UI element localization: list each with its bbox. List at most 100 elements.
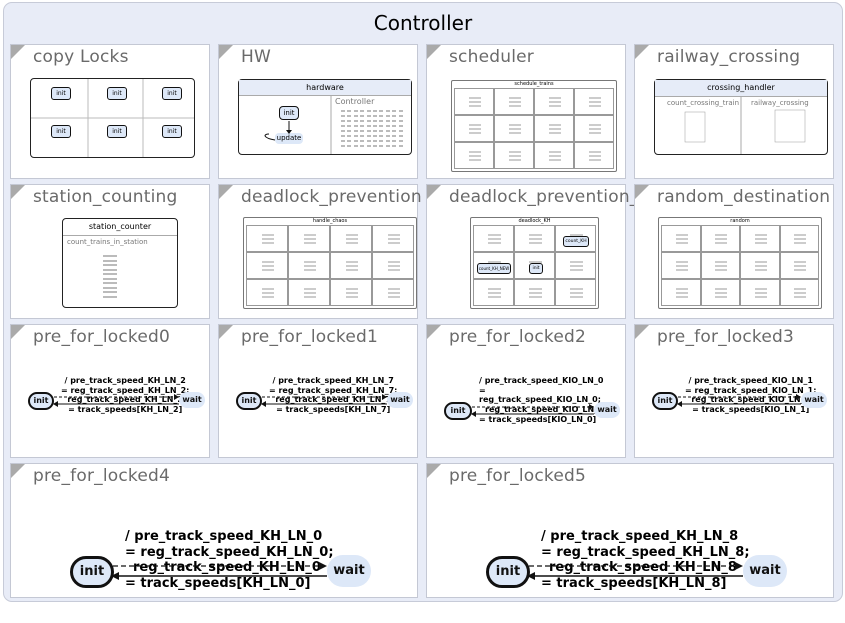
- controller-item: [385, 140, 390, 142]
- mini-state: [549, 132, 561, 135]
- controller-item: [353, 145, 358, 147]
- controller-item: [379, 145, 384, 147]
- mini-region: [372, 225, 414, 252]
- controller-item: [366, 115, 371, 117]
- mini-state: [469, 101, 481, 104]
- controller-item: [385, 110, 390, 112]
- mini-state: [469, 132, 481, 135]
- region-random-destination[interactable]: random_destination random: [634, 184, 834, 319]
- transition-arrows: [471, 404, 594, 417]
- mini-state: [387, 269, 401, 272]
- count-kh-new-state: count_KH_NEW: [477, 263, 511, 274]
- wait-state[interactable]: wait: [179, 392, 205, 408]
- mini-region: [740, 252, 780, 279]
- mini-state: [303, 269, 317, 272]
- mini-state: [715, 296, 728, 299]
- region-deadlock-prevention-2[interactable]: deadlock_prevention_ deadlock_KH count_K…: [426, 184, 638, 319]
- region-title: copy Locks: [33, 47, 129, 67]
- lock-init-state: init: [51, 87, 71, 100]
- init-state[interactable]: init: [652, 392, 678, 410]
- controller-item: [360, 115, 365, 117]
- mini-state: [345, 288, 359, 291]
- region-deadlock-prevention[interactable]: deadlock_prevention handle_chaos: [218, 184, 422, 319]
- counter-line: [103, 268, 117, 271]
- mini-state: [754, 234, 767, 237]
- region-pre-for-locked2[interactable]: pre_for_locked2 / pre_track_speed_KIO_LN…: [426, 324, 626, 458]
- mini-state: [549, 151, 561, 154]
- controller-item: [398, 110, 403, 112]
- transition-arrows: [527, 562, 743, 580]
- controller-item: [347, 115, 352, 117]
- mini-state: [570, 288, 583, 291]
- mini-region: [454, 142, 494, 169]
- transition-arrows: [677, 394, 801, 407]
- mini-state: [303, 265, 317, 268]
- controller-item: [392, 110, 397, 112]
- region-hw[interactable]: HW hardware init update Controller: [218, 44, 418, 179]
- mini-region: [779, 225, 819, 252]
- transition-label: / pre_track_speed_KH_LN_7= reg_track_spe…: [269, 376, 398, 414]
- mini-state: [794, 261, 807, 264]
- mini-state: [529, 288, 542, 291]
- mini-state: [488, 288, 501, 291]
- mini-state: [345, 234, 359, 237]
- init-state[interactable]: init: [70, 556, 114, 588]
- mini-region: [246, 225, 288, 252]
- mini-state: [570, 265, 583, 268]
- counter-line: [103, 277, 117, 280]
- region-scheduler[interactable]: scheduler schedule_trains: [426, 44, 626, 179]
- wait-state[interactable]: wait: [743, 555, 787, 587]
- mini-region: [534, 115, 574, 142]
- wait-state[interactable]: wait: [327, 555, 371, 587]
- region-railway-crossing[interactable]: railway_crossing crossing_handler count_…: [634, 44, 834, 179]
- mini-state: [387, 288, 401, 291]
- controller-item: [373, 130, 377, 132]
- mini-region: [330, 279, 372, 306]
- wait-state[interactable]: wait: [594, 402, 620, 418]
- init-state[interactable]: init: [444, 402, 472, 420]
- controller-item: [366, 135, 371, 137]
- controller-item: [398, 115, 403, 117]
- mini-state: [549, 105, 561, 108]
- mini-state: [261, 238, 275, 241]
- mini-state: [261, 261, 275, 264]
- mini-state: [589, 105, 601, 108]
- region-title: pre_for_locked4: [33, 466, 171, 486]
- region-pre-for-locked3[interactable]: pre_for_locked3 / pre_track_speed_KIO_LN…: [634, 324, 834, 458]
- mini-state: [675, 296, 688, 299]
- init-state[interactable]: init: [486, 556, 530, 588]
- mini-state: [488, 292, 501, 295]
- wait-state[interactable]: wait: [387, 392, 413, 408]
- counter-line: [103, 291, 117, 293]
- mini-state: [303, 288, 317, 291]
- mini-state: [469, 97, 481, 100]
- mini-state: [589, 132, 601, 135]
- mini-state: [589, 151, 601, 154]
- controller-item: [379, 115, 384, 117]
- region-pre-for-locked0[interactable]: pre_for_locked0 / pre_track_speed_KH_LN_…: [10, 324, 210, 458]
- mini-state: [549, 155, 561, 158]
- region-pre-for-locked1[interactable]: pre_for_locked1 / pre_track_speed_KH_LN_…: [218, 324, 418, 458]
- mini-region: [514, 225, 555, 252]
- mini-state: [675, 234, 688, 237]
- region-pre-for-locked5[interactable]: pre_for_locked5 / pre_track_speed_KH_LN_…: [426, 463, 834, 598]
- mini-state: [529, 261, 542, 264]
- wait-state[interactable]: wait: [801, 392, 827, 408]
- init-state[interactable]: init: [28, 392, 54, 410]
- mini-state: [794, 292, 807, 295]
- region-pre-for-locked4[interactable]: pre_for_locked4 / pre_track_speed_KH_LN_…: [10, 463, 418, 598]
- region-station-counting[interactable]: station_counting station_counter count_t…: [10, 184, 210, 319]
- mini-state: [387, 238, 401, 241]
- mini-region: [740, 225, 780, 252]
- region-title: pre_for_locked3: [657, 327, 795, 347]
- controller-item: [341, 145, 345, 147]
- mini-state: [589, 101, 601, 104]
- mini-region: [454, 115, 494, 142]
- controller-item: [379, 125, 384, 127]
- init-state[interactable]: init: [236, 392, 262, 410]
- mini-region: [473, 225, 514, 252]
- mini-state: [570, 296, 583, 299]
- mini-state: [469, 155, 481, 158]
- mini-state: [303, 234, 317, 237]
